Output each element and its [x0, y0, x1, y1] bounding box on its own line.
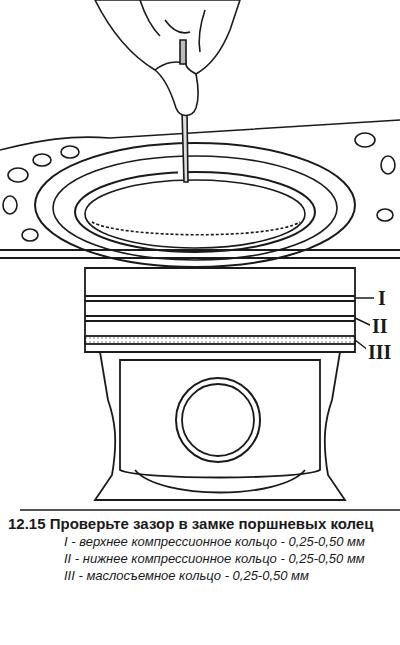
- hand-with-feeler-gauge: [95, 0, 240, 182]
- separator-line: [0, 257, 400, 259]
- ring-callout: II: [370, 316, 390, 336]
- ring-gap-spec: I - верхнее компрессионное кольцо - 0,25…: [64, 534, 392, 550]
- ring-gap-spec: III - маслосъемное кольцо - 0,25-0,50 мм: [64, 568, 392, 584]
- ring-callout: I: [376, 288, 388, 308]
- ring-callout: III: [366, 342, 393, 362]
- cylinder-block: [0, 120, 400, 267]
- piston: [20, 268, 400, 510]
- figure-caption: 12.15 Проверьте зазор в замке поршневых …: [8, 515, 392, 533]
- caption-block: 12.15 Проверьте зазор в замке поршневых …: [8, 515, 392, 584]
- ring-gap-spec: II - нижнее компрессионное кольцо - 0,25…: [64, 551, 392, 567]
